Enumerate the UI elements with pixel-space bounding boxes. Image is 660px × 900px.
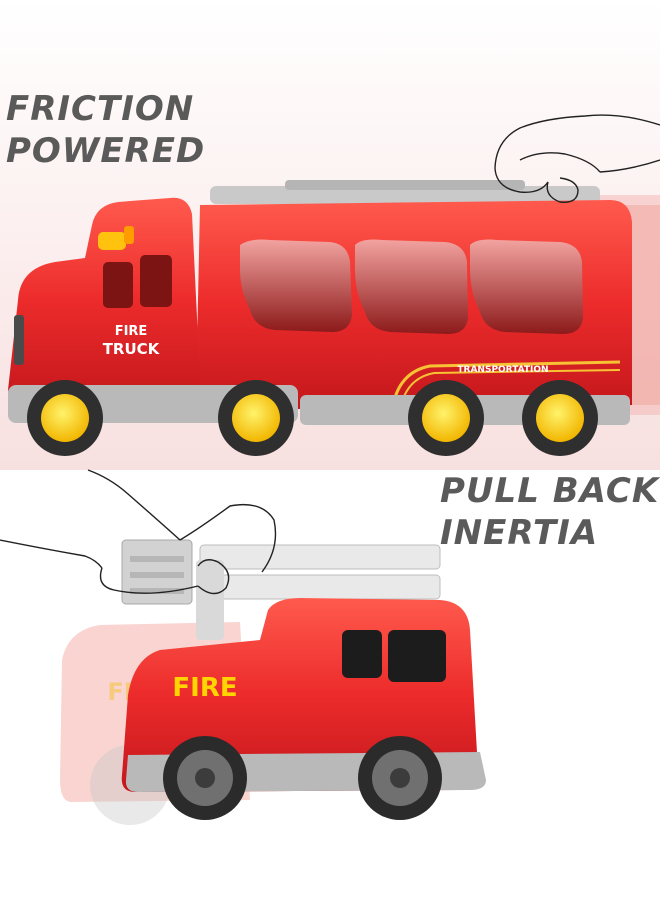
cab-window <box>103 262 133 308</box>
wheel <box>218 380 294 456</box>
fire-engine: FI FIRE <box>60 539 486 825</box>
fire-engine-window <box>388 630 446 682</box>
trailer-window <box>240 239 352 332</box>
trailer-roof-rail <box>210 186 600 204</box>
cab-label-line2: TRUCK <box>103 340 161 358</box>
carrier-truck: TRANSPORTATION FIRE TRUCK <box>8 180 660 456</box>
cab-window <box>140 255 172 307</box>
headline-line: POWERED <box>6 131 206 171</box>
wheel <box>408 380 484 456</box>
headline-pull-back-inertia: PULL BACK INERTIA <box>440 470 659 554</box>
cab-grille <box>14 315 24 365</box>
hand-outline-top <box>494 114 660 203</box>
cab-label-line1: FIRE <box>115 324 148 339</box>
ladder-rail <box>199 544 441 570</box>
headline-line: FRICTION <box>6 89 195 129</box>
ladder-mount <box>196 560 224 640</box>
beacon-light <box>98 232 126 250</box>
headline-friction-powered: FRICTION POWERED <box>6 88 205 172</box>
wheel <box>522 380 598 456</box>
headline-line: INERTIA <box>440 513 599 553</box>
wheel <box>163 736 247 820</box>
trailer-window <box>355 239 468 334</box>
trailer-label: TRANSPORTATION <box>457 365 548 375</box>
wheel <box>27 380 103 456</box>
headline-line: PULL BACK <box>440 471 660 511</box>
fire-engine-window <box>342 630 382 678</box>
wheel <box>358 736 442 820</box>
ladder-rail <box>199 574 441 600</box>
trailer-window <box>470 239 583 334</box>
fire-engine-label: FIRE <box>172 673 237 703</box>
hand-outline-bottom <box>0 469 277 595</box>
